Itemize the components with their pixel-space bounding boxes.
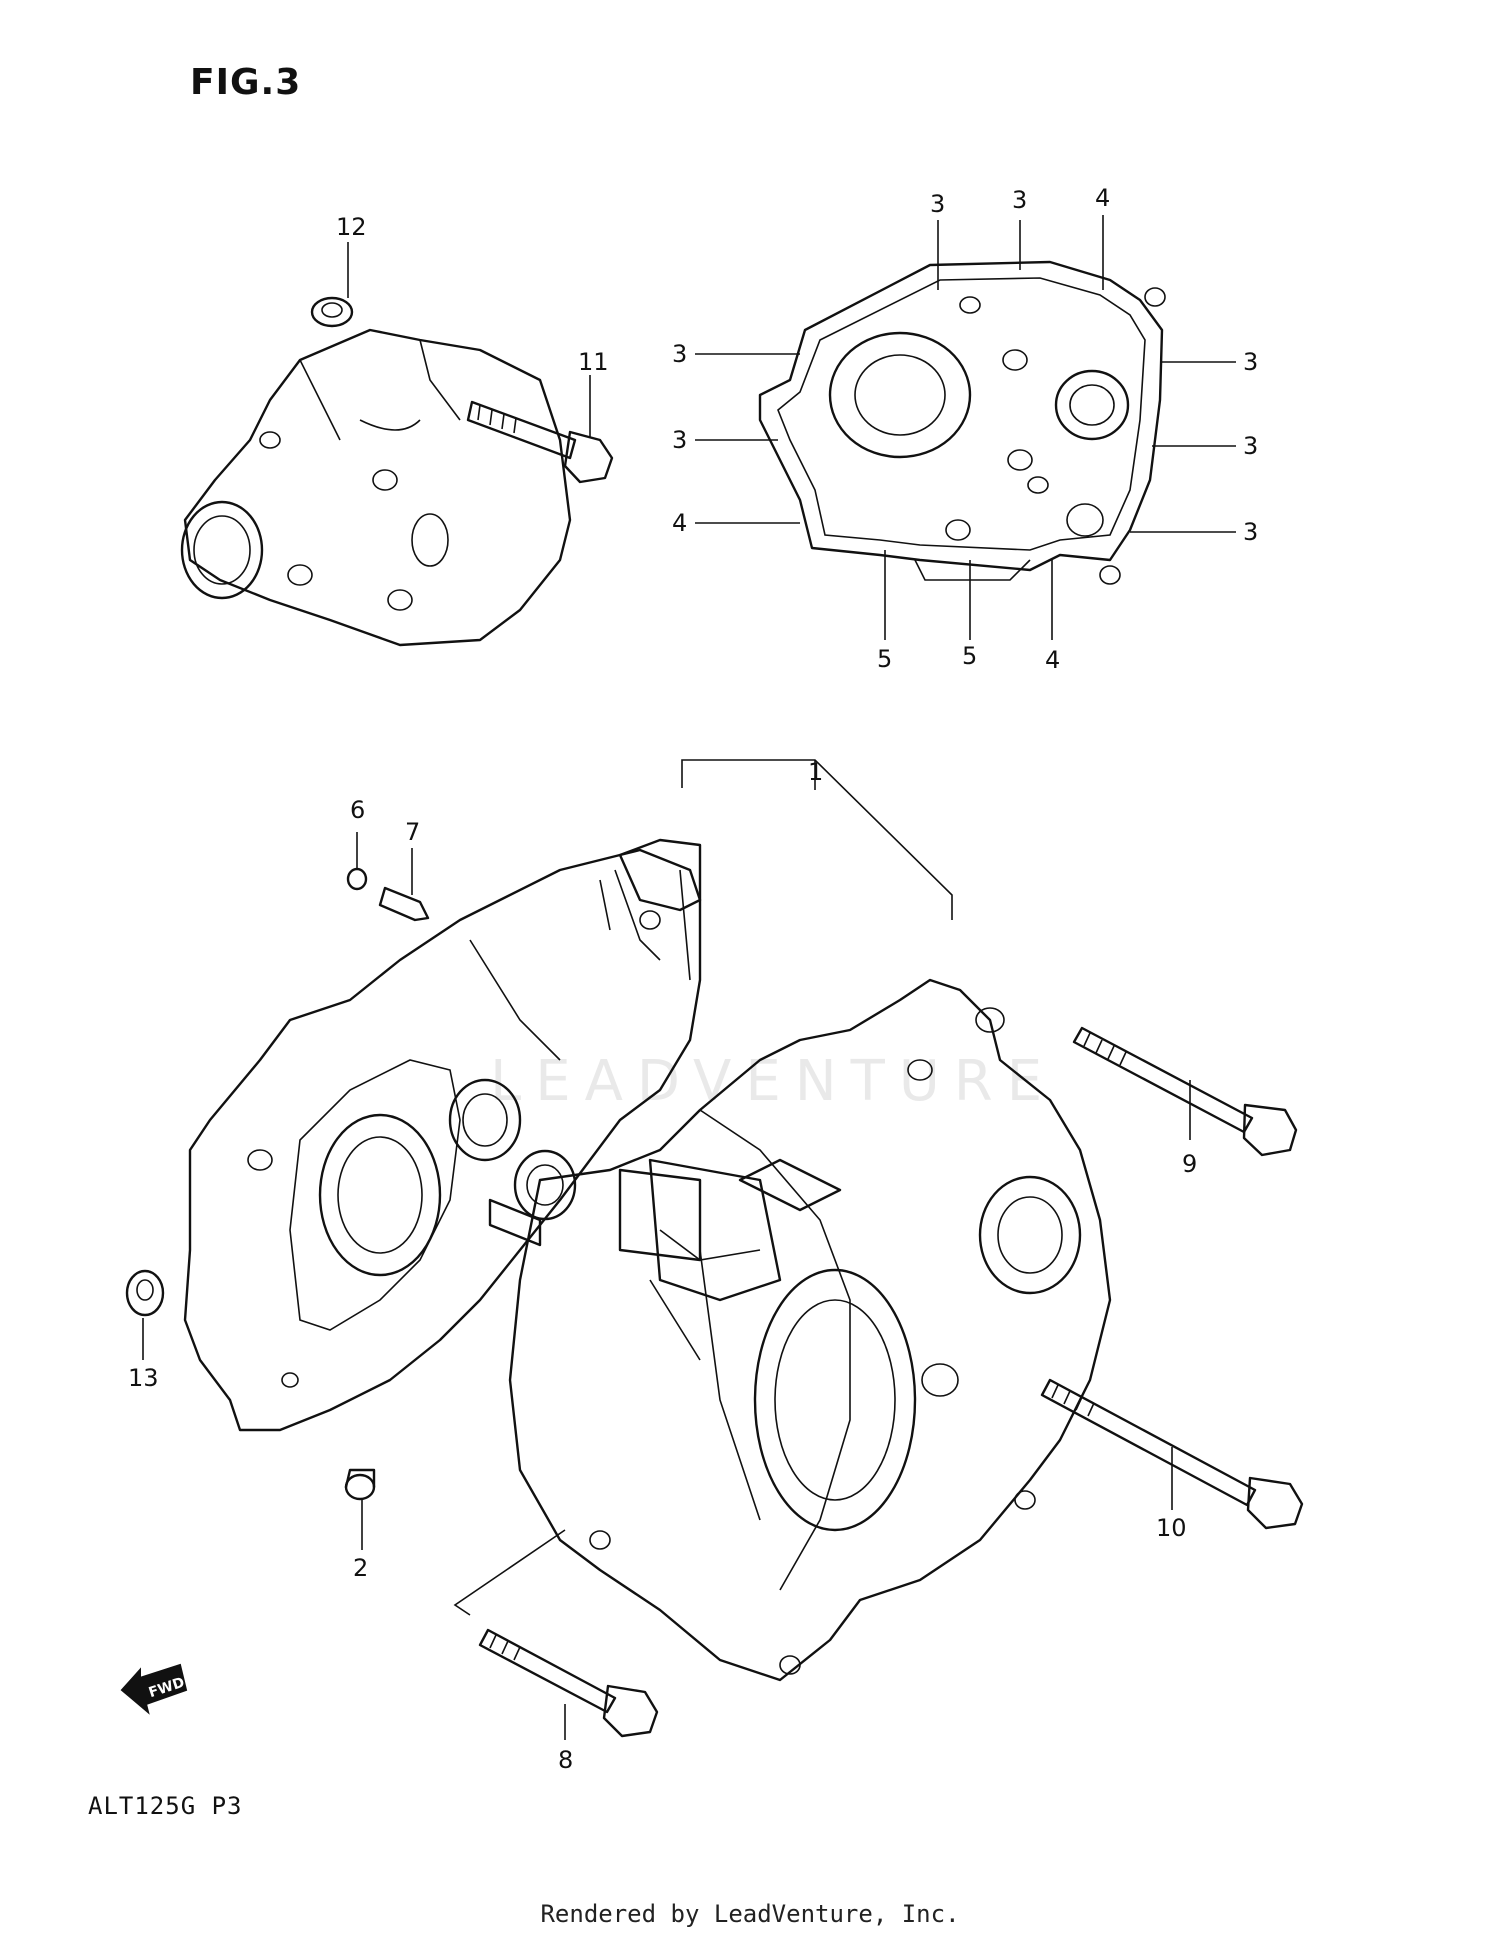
callout-3-right-b: 3 [1243, 432, 1258, 460]
part-9-long-bolt [1072, 1026, 1298, 1157]
fwd-arrow-icon: FWD [120, 1663, 188, 1715]
part-11-bolt [466, 400, 614, 484]
part-1-crankcase-right [508, 978, 1112, 1682]
callout-3-left-a: 3 [672, 340, 687, 368]
callout-5-a: 5 [877, 645, 892, 673]
callout-3-top-a: 3 [930, 190, 945, 218]
callout-8: 8 [558, 1746, 573, 1774]
callout-10: 10 [1156, 1514, 1187, 1542]
callout-11: 11 [578, 348, 609, 376]
callout-7: 7 [405, 818, 420, 846]
callout-3-top-b: 3 [1012, 186, 1027, 214]
part-1-crankcase-left [183, 838, 702, 1432]
footer-credit: Rendered by LeadVenture, Inc. [540, 1900, 960, 1928]
callout-2: 2 [353, 1554, 368, 1582]
callout-4-top: 4 [1095, 184, 1110, 212]
watermark-text: LEADVENTURE [490, 1049, 1056, 1114]
callout-12: 12 [336, 213, 367, 241]
callout-3-right-c: 3 [1243, 518, 1258, 546]
part-12-nut [310, 296, 354, 328]
part-8-bolt [478, 1628, 659, 1738]
leader-lines [142, 215, 1236, 1740]
callout-4-bottom: 4 [1045, 646, 1060, 674]
callout-1: 1 [808, 758, 823, 786]
callout-5-b: 5 [962, 642, 977, 670]
callout-9: 9 [1182, 1150, 1197, 1178]
model-page-code: ALT125G P3 [88, 1792, 243, 1820]
callout-3-left-b: 3 [672, 426, 687, 454]
part-2-dowel [344, 1468, 376, 1501]
callout-6: 6 [350, 796, 365, 824]
part-7-dowel-pin [378, 886, 430, 922]
part-13-nut [125, 1269, 165, 1317]
part-10-long-bolt [1040, 1378, 1304, 1530]
callout-labels: 12 11 3 3 4 3 3 3 3 4 3 5 5 4 1 6 7 9 10… [128, 184, 1258, 1774]
crankcase-gasket-cover [758, 260, 1166, 585]
part-6-o-ring [346, 867, 368, 891]
callout-13: 13 [128, 1364, 159, 1392]
figure-title: FIG.3 [190, 62, 302, 103]
upper-cover-left [180, 328, 572, 647]
callout-4-left: 4 [672, 509, 687, 537]
callout-3-right-a: 3 [1243, 348, 1258, 376]
